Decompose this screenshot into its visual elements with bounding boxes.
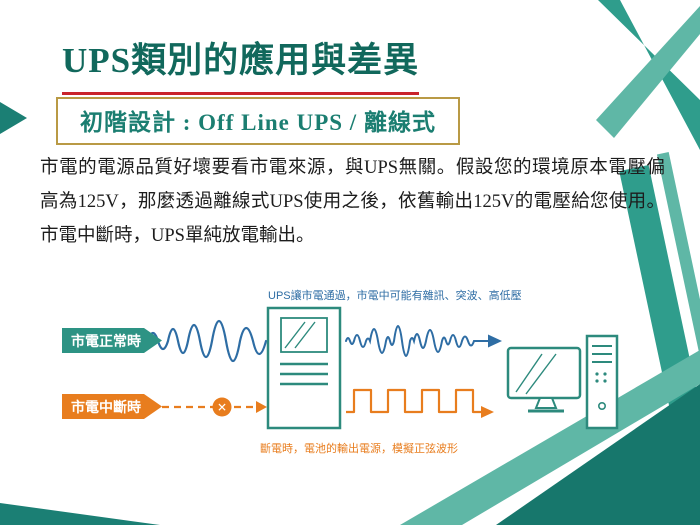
page-title: UPS類別的應用與差異 (62, 32, 420, 95)
noisy-wave (345, 325, 502, 357)
pointer-triangle-icon (0, 102, 27, 134)
sine-wave (146, 319, 268, 363)
ups-unit-icon (266, 306, 342, 430)
arrow-right-icon (256, 401, 267, 413)
arrow-right-icon (488, 334, 502, 348)
normal-power-label: 市電正常時 (62, 328, 162, 353)
monitor-icon (506, 346, 582, 413)
arrow-right-icon (481, 406, 494, 418)
ups-flow-diagram: UPS讓市電通過，市電中可能有雜訊、突波、高低壓 ✕ (0, 280, 700, 490)
diagram-top-caption: UPS讓市電通過，市電中可能有雜訊、突波、高低壓 (268, 290, 522, 302)
svg-text:✕: ✕ (217, 401, 227, 415)
body-paragraph: 市電的電源品質好壞要看市電來源，與UPS無關。假設您的環境原本電壓偏高為125V… (40, 158, 665, 246)
outage-x-icon: ✕ (212, 397, 232, 417)
subtitle-text: 初階設計 : Off Line UPS / 離線式 (80, 110, 436, 135)
square-wave (346, 388, 494, 418)
diagram-canvas: ✕ (146, 306, 619, 430)
tower-icon (585, 334, 619, 430)
subtitle-box: 初階設計 : Off Line UPS / 離線式 (56, 97, 460, 145)
diagram-bottom-caption: 斷電時，電池的輸出電源，模擬正弦波形 (260, 443, 458, 455)
outage-dashed-line: ✕ (150, 397, 267, 417)
outage-power-label: 市電中斷時 (62, 394, 162, 419)
